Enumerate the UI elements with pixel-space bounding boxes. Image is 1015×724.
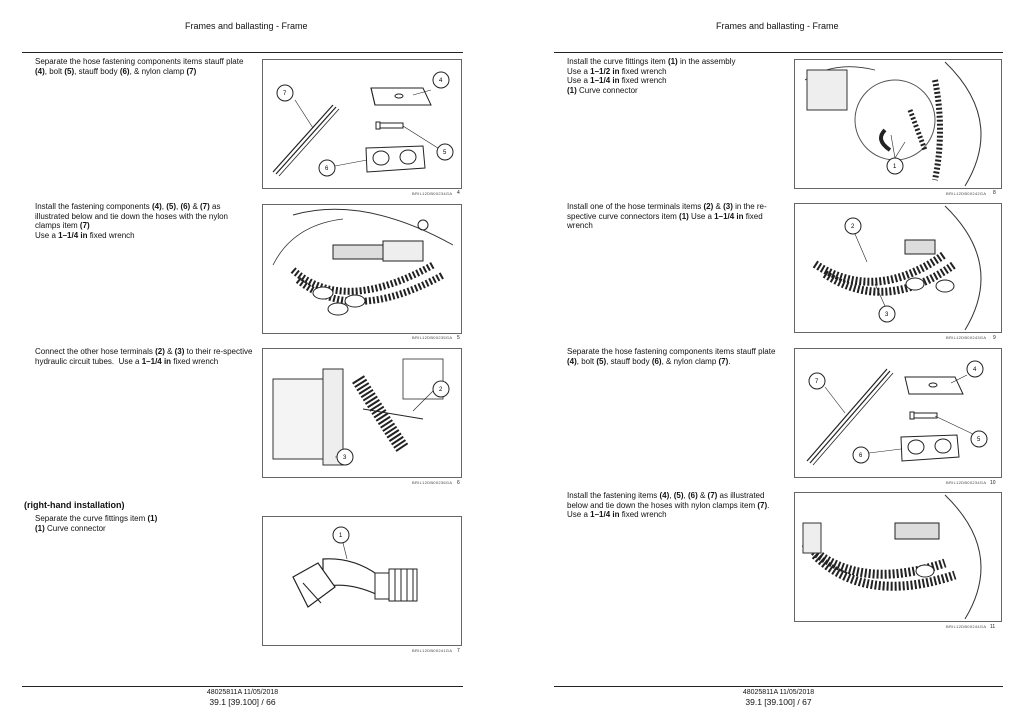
figure-number: 6 [457,480,460,486]
step-text: Separate the hose fastening components i… [35,57,244,76]
header-rule [554,52,1003,53]
figure-stauff-components: 7 4 5 6 [262,59,462,189]
figure-hose-terminals: 2 3 [794,203,1002,333]
figure-number: 7 [457,648,460,654]
hose-terminals-illustration: 2 3 [812,205,982,331]
callout-5: 5 [977,437,981,443]
figure-caption: BRIL12DB00235GA [412,335,453,340]
footer-rule [22,686,463,687]
callout-7: 7 [283,91,287,97]
step-text: Separate the hose fastening components i… [567,347,776,366]
figure-caption: BRIL12DB00234GA [946,480,987,485]
callout-7: 7 [815,379,819,385]
figure-caption: BRIL12DB00236GA [412,480,453,485]
footer-page-number: 39.1 [39.100] / 67 [745,697,812,707]
callout-1: 1 [893,164,897,170]
figure-curve-connector: 1 [262,516,462,646]
callout-4: 4 [973,367,977,373]
callout-1: 1 [339,533,343,539]
step-text: Install the curve fittings item (1) in t… [567,57,736,95]
curve-connector-illustration: 1 [292,526,418,608]
callout-3: 3 [885,312,889,318]
figure-hose-installed [262,204,462,334]
stauff-components-illustration: 7 4 5 6 [806,360,988,466]
footer-rule [554,686,1003,687]
figure-number: 8 [993,190,996,196]
footer-doc-id: 48025811A 11/05/2018 [206,689,279,696]
figure-number: 9 [993,335,996,341]
figure-number: 5 [457,335,460,341]
step-text: Connect the other hose terminals (2) & (… [35,347,253,366]
figure-caption: BRIL12DB00241GA [412,648,453,653]
figure-caption: BRIL12DB00243GA [946,335,987,340]
figure-caption: BRIL12DB00242GA [946,191,987,196]
header-rule [22,52,463,53]
right-page: Frames and ballasting - Frame Install th… [508,0,1015,724]
figure-curve-fittings-installed: 1 [794,59,1002,189]
page-footer: 48025811A 11/05/2018 39.1 [39.100] / 66 [22,689,463,707]
figure-stauff-components: 7 4 5 6 [794,348,1002,478]
step-text: Separate the curve fittings item (1)(1) … [35,514,158,533]
left-page: Frames and ballasting - Frame Separate t… [0,0,500,724]
hose-connection-illustration: 2 3 [272,358,450,466]
callout-4: 4 [439,78,443,84]
page-footer: 48025811A 11/05/2018 39.1 [39.100] / 67 [554,689,1003,707]
callout-5: 5 [443,150,447,156]
figure-caption: BRIL12DB00244GA [946,624,987,629]
callout-2: 2 [439,387,443,393]
step-text: Install one of the hose terminals items … [567,202,767,231]
figure-hose-connection: 2 3 [262,348,462,478]
footer-doc-id: 48025811A 11/05/2018 [742,689,815,696]
callout-6: 6 [325,166,329,172]
callout-6: 6 [859,453,863,459]
page-header: Frames and ballasting - Frame [185,21,308,31]
figure-hoses-tied [794,492,1002,622]
step-text: Install the fastening items (4), (5), (6… [567,491,770,520]
figure-number: 11 [990,624,996,630]
callout-3: 3 [343,455,347,461]
stauff-components-illustration: 7 4 5 6 [272,71,454,177]
page-header: Frames and ballasting - Frame [716,21,839,31]
figure-caption: BRIL12DB00234GA [412,191,453,196]
footer-page-number: 39.1 [39.100] / 66 [209,697,276,707]
step-text: Install the fastening components (4), (5… [35,202,229,240]
callout-2: 2 [851,224,855,230]
curve-fittings-installed-illustration: 1 [804,61,982,187]
section-subheading: (right-hand installation) [24,500,125,510]
hose-installed-illustration [272,208,454,316]
figure-number: 10 [990,480,996,486]
figure-number: 4 [457,190,460,196]
hoses-tied-illustration [801,494,982,620]
